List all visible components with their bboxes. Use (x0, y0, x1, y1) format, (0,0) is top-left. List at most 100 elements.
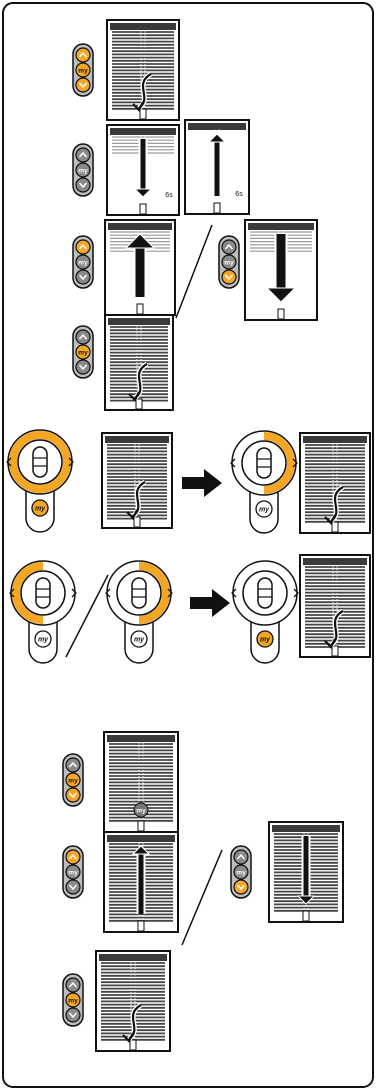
pull-handle (133, 516, 141, 528)
headrail (272, 825, 340, 832)
down-chevron-icon (78, 182, 88, 189)
blind-step-4 (104, 314, 174, 411)
my-button (65, 772, 81, 788)
rotary-remote-step-5-b: my (230, 430, 298, 534)
down-button (65, 1007, 81, 1023)
down-chevron-icon (68, 792, 78, 799)
pull-handle (139, 108, 147, 120)
down-button (233, 879, 249, 895)
up-chevron-icon (224, 243, 234, 250)
my-button (75, 344, 91, 360)
headrail (110, 128, 176, 135)
down-chevron-icon (78, 274, 88, 281)
down-button (75, 177, 91, 193)
headrail (248, 223, 314, 230)
blind-step-9 (95, 950, 171, 1052)
my-button (221, 254, 237, 270)
three-button-remote: my (72, 325, 94, 379)
my-label: my (260, 637, 271, 644)
pull-handle (277, 308, 285, 320)
up-chevron-icon (68, 761, 78, 768)
my-label: my (68, 998, 78, 1005)
down-button (221, 269, 237, 285)
headrail (188, 123, 246, 130)
headrail (105, 436, 169, 443)
my-badge-label: my (136, 808, 146, 815)
chevron-left-icon (9, 588, 15, 598)
rotary-display (256, 447, 272, 479)
pull-handle (213, 202, 221, 214)
up-button (233, 849, 249, 865)
up-button (75, 147, 91, 163)
my-label: my (259, 507, 270, 514)
chevron-left-icon (231, 588, 237, 598)
up-chevron-icon (78, 151, 88, 158)
my-label: my (38, 637, 49, 644)
up-chevron-icon (236, 853, 246, 860)
up-button (65, 757, 81, 773)
my-button (130, 630, 148, 648)
down-chevron-icon (236, 884, 246, 891)
my-button (75, 62, 91, 78)
arrow-up-icon (131, 845, 151, 855)
arrow-head-icon (132, 101, 144, 112)
arrow-up-icon (207, 133, 227, 143)
chevron-left-icon (230, 458, 236, 468)
my-label: my (68, 870, 78, 877)
pull-handle (139, 203, 147, 215)
headrail (107, 735, 175, 742)
my-label: my (236, 870, 246, 877)
headrail (303, 558, 367, 565)
three-button-remote: my (72, 143, 94, 197)
blind-step-7: my (103, 731, 179, 833)
my-button (255, 500, 273, 518)
my-label: my (78, 260, 88, 267)
arrow-down-icon (265, 287, 297, 303)
arrow-down-icon (133, 188, 153, 198)
rotary-ring-active (12, 562, 44, 624)
arrow-head-icon (324, 514, 336, 525)
down-chevron-icon (78, 364, 88, 371)
down-chevron-icon (78, 82, 88, 89)
pull-handle (136, 303, 144, 315)
up-chevron-icon (78, 51, 88, 58)
down-chevron-icon (68, 1012, 78, 1019)
down-button (65, 879, 81, 895)
my-button (31, 499, 49, 517)
up-chevron-icon (68, 853, 78, 860)
timing-label: 6s (235, 191, 243, 198)
headrail (110, 23, 176, 30)
headrail (99, 954, 167, 961)
my-label: my (78, 350, 88, 357)
down-button (75, 77, 91, 93)
up-chevron-icon (78, 333, 88, 340)
three-button-remote: my (218, 235, 240, 289)
arrow-head-icon (122, 1032, 134, 1043)
chevron-right-icon (71, 588, 77, 598)
chevron-left-icon (105, 588, 111, 598)
down-button (65, 787, 81, 803)
arrow-up-icon (124, 233, 156, 249)
up-button (221, 239, 237, 255)
rotary-remote-step-6-a: my (9, 560, 77, 664)
blind-step-5-b (299, 432, 371, 534)
headrail (303, 436, 367, 443)
or-separator (181, 849, 223, 946)
down-chevron-icon (224, 274, 234, 281)
three-button-remote: my (62, 845, 84, 899)
my-label: my (68, 778, 78, 785)
blind-step-6 (299, 554, 371, 658)
rotary-remote-step-6-c: my (231, 560, 299, 664)
my-button (233, 864, 249, 880)
headrail (107, 835, 175, 842)
blind-step-3-raise (104, 219, 176, 316)
blind-step-1 (106, 19, 180, 121)
rotary-display (32, 446, 48, 478)
pull-handle (129, 1039, 137, 1051)
chevron-left-icon (6, 457, 12, 467)
pull-handle (331, 645, 339, 657)
up-button (75, 239, 91, 255)
three-button-remote: my (62, 973, 84, 1027)
three-button-remote: my (72, 235, 94, 289)
my-label: my (35, 506, 46, 513)
